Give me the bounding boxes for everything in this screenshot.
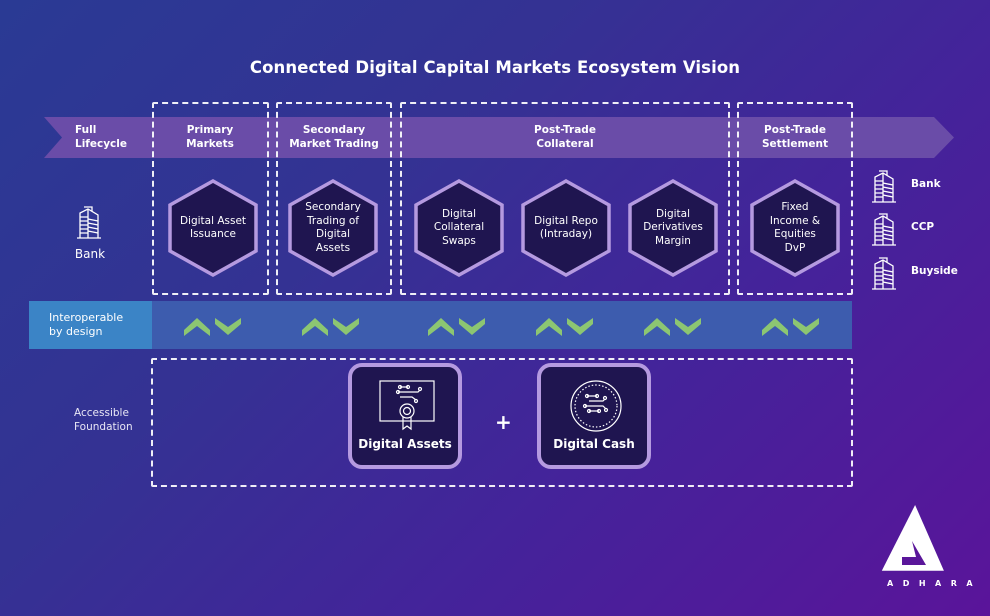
foundation-box xyxy=(151,358,853,487)
foundation-label-line2: Foundation xyxy=(74,421,133,433)
stage-line: Secondary xyxy=(302,124,366,136)
stage-line: Post-Trade xyxy=(534,124,596,136)
stage-line: Primary xyxy=(186,124,234,136)
stage-box-collateral xyxy=(400,102,730,295)
hex-line: Digital xyxy=(441,207,477,220)
up-down-chevrons-icon xyxy=(184,314,244,338)
hex-line: Collateral xyxy=(433,221,485,234)
up-down-chevrons-icon xyxy=(302,314,362,338)
hex-line: Digital Asset xyxy=(179,214,247,227)
participant-buyside: Buyside xyxy=(869,254,958,290)
diagram-title: Connected Digital Capital Markets Ecosys… xyxy=(249,58,741,77)
hex-line: DvP xyxy=(784,241,806,254)
hex-line: Equities xyxy=(774,228,816,240)
digital-coin-icon xyxy=(569,379,623,437)
stage-line: Collateral xyxy=(536,138,594,150)
foundation-label-line1: Accessible xyxy=(74,407,129,419)
hex-line: Trading of xyxy=(307,214,359,227)
interop-label-line2: by design xyxy=(49,325,103,338)
stage-line: Markets xyxy=(186,138,234,150)
stage-label-secondary: Secondary Market Trading xyxy=(276,123,392,151)
stage-box-settlement xyxy=(737,102,853,295)
building-icon xyxy=(869,210,899,246)
building-icon xyxy=(74,203,104,239)
stage-box-primary xyxy=(152,102,269,295)
lifecycle-arrow-shape xyxy=(44,117,954,158)
stage-label-collateral: Post-Trade Collateral xyxy=(400,123,730,151)
stage-label-settlement: Post-Trade Settlement xyxy=(737,123,853,151)
hex-line: Income & xyxy=(769,214,821,227)
stage-line: Market Trading xyxy=(289,138,379,150)
participant-label: Buyside xyxy=(911,265,958,277)
lifecycle-label-line1: Full xyxy=(75,124,97,136)
building-icon xyxy=(869,167,899,203)
hex-line: Assets xyxy=(315,241,351,254)
lifecycle-label-line2: Lifecycle xyxy=(75,138,127,150)
left-participant-label: Bank xyxy=(74,247,106,261)
hex-line: Margin xyxy=(655,234,691,247)
digital-cash-card[interactable]: Digital Cash xyxy=(537,363,651,469)
up-down-chevrons-icon xyxy=(428,314,488,338)
plus-sign: + xyxy=(495,410,512,434)
card-label: Digital Cash xyxy=(553,437,635,451)
stage-line: Post-Trade xyxy=(764,124,826,136)
foundation-label: Accessible Foundation xyxy=(74,406,133,434)
hex-line: Derivatives xyxy=(643,221,703,234)
up-down-chevrons-icon xyxy=(536,314,596,338)
adhara-logo-icon xyxy=(880,505,950,579)
stage-line: Settlement xyxy=(762,138,828,150)
participant-ccp: CCP xyxy=(869,210,934,246)
digital-assets-card[interactable]: Digital Assets xyxy=(348,363,462,469)
hex-line: Swaps xyxy=(442,234,476,247)
lifecycle-label: Full Lifecycle xyxy=(75,123,127,151)
building-icon xyxy=(869,254,899,290)
hex-line: (Intraday) xyxy=(539,228,593,240)
up-down-chevrons-icon xyxy=(762,314,822,338)
up-down-chevrons-icon xyxy=(644,314,704,338)
interop-label-line1: Interoperable xyxy=(49,311,124,324)
participant-bank: Bank xyxy=(869,167,941,203)
card-label: Digital Assets xyxy=(358,437,452,451)
certificate-icon xyxy=(378,379,436,439)
hex-line: Fixed xyxy=(781,201,809,213)
interop-label: Interoperable by design xyxy=(29,301,152,349)
logo-text: ADHARA xyxy=(887,579,983,588)
hex-line: Digital Repo xyxy=(534,214,598,227)
participant-label: Bank xyxy=(911,178,941,190)
hex-line: Digital xyxy=(315,228,351,240)
use-case-hex[interactable]: Digital Repo(Intraday) xyxy=(520,179,612,277)
stage-box-secondary xyxy=(276,102,392,295)
participant-label: CCP xyxy=(911,221,935,233)
hex-line: Secondary xyxy=(305,201,361,213)
stage-label-primary: Primary Markets xyxy=(152,123,268,151)
hex-line: Digital xyxy=(655,207,691,220)
hex-line: Issuance xyxy=(189,228,236,240)
